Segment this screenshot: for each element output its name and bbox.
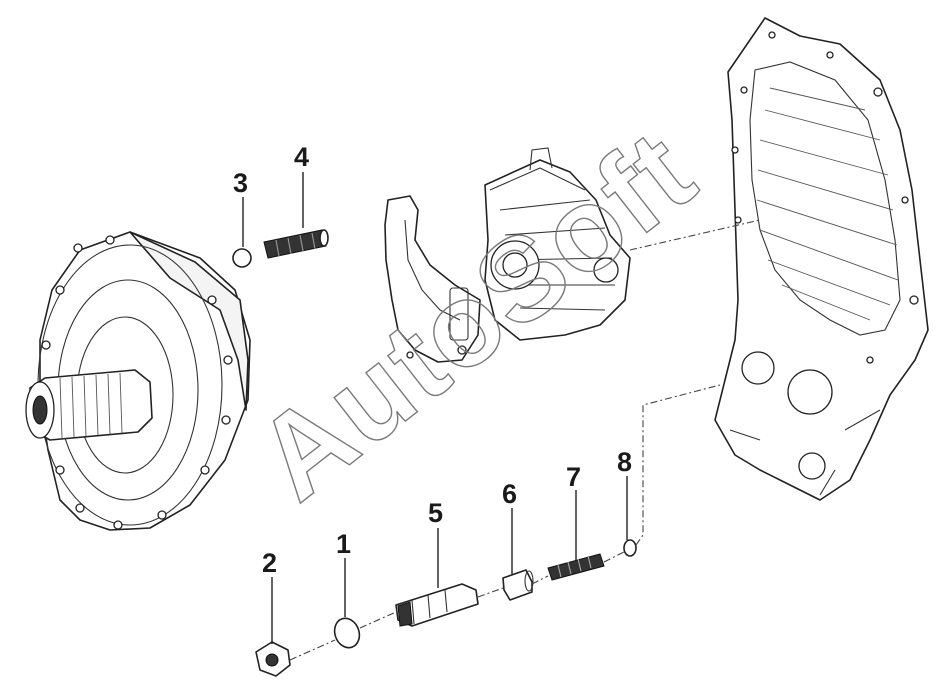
valve-spool [395,583,479,627]
transmission-housing [714,17,929,501]
callout-4: 4 [294,142,309,172]
assembly-axis-line-upper [629,219,761,251]
spring-lower [547,553,605,581]
gasket-plate [384,195,481,363]
callout-7: 7 [566,462,581,492]
washer [623,539,637,557]
callout-8: 8 [617,447,632,477]
valve-body [484,147,631,341]
callout-2: 2 [262,548,277,578]
plug-nut [255,641,291,677]
callout-5: 5 [428,498,443,528]
callout-3: 3 [233,168,248,198]
callout-1: 1 [336,529,351,559]
assembly-axis-line [289,384,721,661]
check-ball [232,248,252,268]
o-ring [333,617,361,649]
callout-6: 6 [502,479,517,509]
spring-upper [263,229,329,259]
callout-leaders [242,172,628,644]
pump-flange-assembly [25,231,251,531]
valve-sleeve [502,569,534,601]
